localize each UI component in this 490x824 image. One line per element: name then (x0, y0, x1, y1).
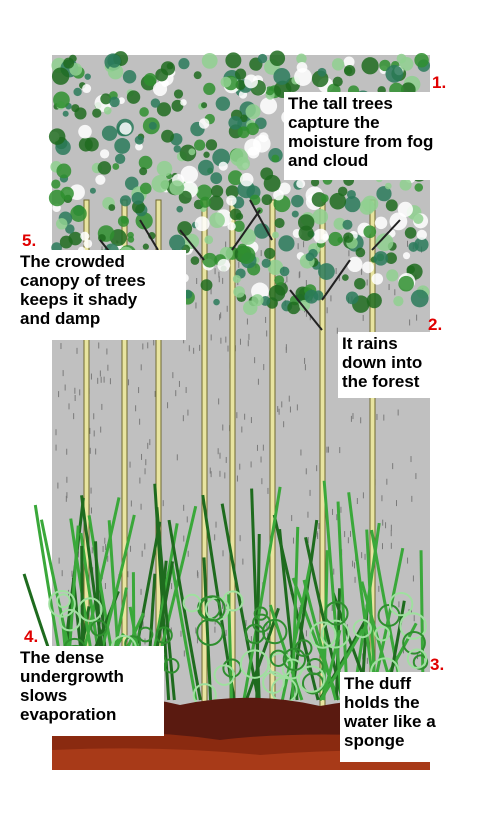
step-2-line-1: It rains (342, 334, 398, 353)
step-4-line-4: evaporation (20, 705, 117, 724)
step-label-2: It rains down into the forest (338, 332, 434, 398)
step-3-line-1: The duff (344, 674, 412, 693)
step-label-1: The tall trees capture the moisture from… (284, 92, 450, 180)
step-1-line-1: The tall trees (288, 94, 393, 113)
step-4-line-3: slows (20, 686, 68, 705)
step-1-line-4: and cloud (288, 151, 369, 170)
step-5-line-2: canopy of trees (20, 271, 146, 290)
step-number-1: 1. (432, 73, 447, 92)
step-3-line-3: water like a (344, 712, 436, 731)
step-5-line-4: and damp (20, 309, 101, 328)
step-label-5: The crowded canopy of trees keeps it sha… (16, 250, 186, 340)
step-5-line-1: The crowded (20, 252, 125, 271)
step-3-line-2: holds the (344, 693, 420, 712)
step-number-4: 4. (24, 627, 39, 646)
step-3-line-4: sponge (344, 731, 405, 750)
step-label-4: The dense undergrowth slows evaporation (16, 646, 164, 736)
step-1-line-3: moisture from fog (288, 132, 434, 151)
step-2-line-3: the forest (342, 372, 420, 391)
tree-branches (99, 199, 401, 331)
step-number-5: 5. (22, 231, 37, 250)
step-4-line-2: undergrowth (20, 667, 124, 686)
step-1-line-2: capture the (288, 113, 380, 132)
step-4-line-1: The dense (20, 648, 105, 667)
step-5-line-3: keeps it shady (20, 290, 138, 309)
step-label-3: The duff holds the water like a sponge (340, 672, 454, 762)
step-number-3: 3. (430, 655, 445, 674)
step-number-2: 2. (428, 315, 443, 334)
step-2-line-2: down into (342, 353, 423, 372)
